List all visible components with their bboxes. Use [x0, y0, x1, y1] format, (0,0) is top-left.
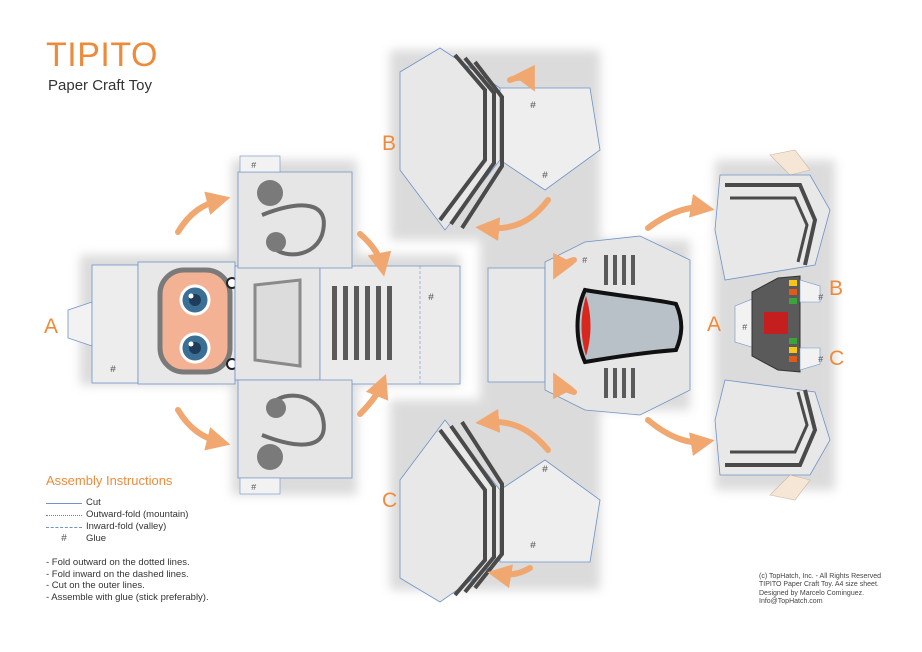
step-2: - Fold inward on the dashed lines.: [46, 568, 189, 580]
arrow-5: [507, 64, 535, 92]
svg-text:#: #: [542, 171, 548, 182]
svg-text:#: #: [530, 101, 536, 112]
marker-c-bottom: C: [382, 489, 398, 512]
arrow-10: [645, 417, 715, 457]
step-3: - Cut on the outer lines.: [46, 580, 145, 591]
arrow-3: [357, 231, 392, 277]
base-piece: # # #: [714, 149, 831, 501]
instructions-title: Assembly Instructions: [46, 473, 173, 488]
arrow-8: [487, 564, 533, 589]
step-1: - Fold outward on the dotted lines.: [46, 557, 190, 568]
legend-label-inward: Inward-fold (valley): [86, 521, 167, 532]
credits-copyright: (c) TopHatch, Inc. - All Rights Reserved: [759, 573, 882, 580]
svg-text:#: #: [530, 541, 536, 552]
ear-flap-lower: #: [237, 379, 353, 495]
mouth-piece: #: [487, 235, 691, 416]
svg-text:#: #: [110, 365, 116, 376]
svg-text:#: #: [251, 161, 257, 171]
arrow-1: [175, 191, 231, 235]
marker-a-right: A: [707, 313, 722, 336]
svg-text:#: #: [428, 293, 434, 304]
marker-b-right: B: [829, 277, 844, 300]
step-4: - Assemble with glue (stick preferably).: [46, 591, 209, 603]
arrow-9: [645, 193, 715, 231]
svg-text:#: #: [742, 323, 748, 333]
arrow-6: [475, 197, 551, 242]
svg-text:#: #: [818, 355, 824, 365]
credits-email: Info@TopHatch.com: [759, 598, 823, 606]
arrow-4: [357, 373, 389, 417]
credits-block: (c) TopHatch, Inc. - All Rights Reserved…: [759, 573, 881, 607]
assembly-arrows: [175, 64, 715, 589]
legend-label-outward: Outward-fold (mountain): [86, 509, 189, 520]
credits-designer: Designed by Marcelo Cominguez.: [759, 589, 865, 597]
svg-text:#: #: [818, 293, 824, 303]
arrow-2: [175, 407, 231, 451]
svg-text:#: #: [542, 465, 548, 476]
page-subtitle: Paper Craft Toy: [48, 77, 152, 94]
arrow-11: [553, 252, 577, 280]
head-piece: #: [67, 261, 238, 385]
mouth-opening: [575, 287, 684, 365]
page-title: TIPITO: [46, 36, 158, 74]
body-piece: #: [234, 265, 461, 385]
marker-b-top: B: [382, 132, 397, 155]
mountain-fold-swatch: [46, 515, 82, 516]
head-face-plate: [157, 267, 233, 375]
marker-a-left: A: [44, 315, 59, 338]
chest-screen: [253, 278, 302, 368]
svg-text:#: #: [251, 483, 257, 493]
belly-ribs: [332, 286, 392, 360]
assembly-steps: - Fold outward on the dotted lines. - Fo…: [46, 557, 209, 603]
arm-piece-c: # #: [399, 419, 601, 603]
legend-label-glue: Glue: [86, 533, 107, 544]
arrow-12: [553, 372, 577, 400]
valley-fold-swatch: [46, 527, 82, 528]
cut-line-swatch: [46, 503, 82, 504]
marker-c-right: C: [829, 347, 845, 370]
ear-flap-upper: #: [237, 155, 353, 269]
arm-piece-b: # #: [399, 47, 601, 231]
credits-product: TIPITO Paper Craft Toy. A4 size sheet.: [759, 581, 879, 589]
tab-a-left: [67, 301, 93, 347]
arrow-7: [475, 408, 551, 453]
legend-label-cut: Cut: [86, 497, 101, 508]
svg-text:#: #: [582, 256, 588, 266]
